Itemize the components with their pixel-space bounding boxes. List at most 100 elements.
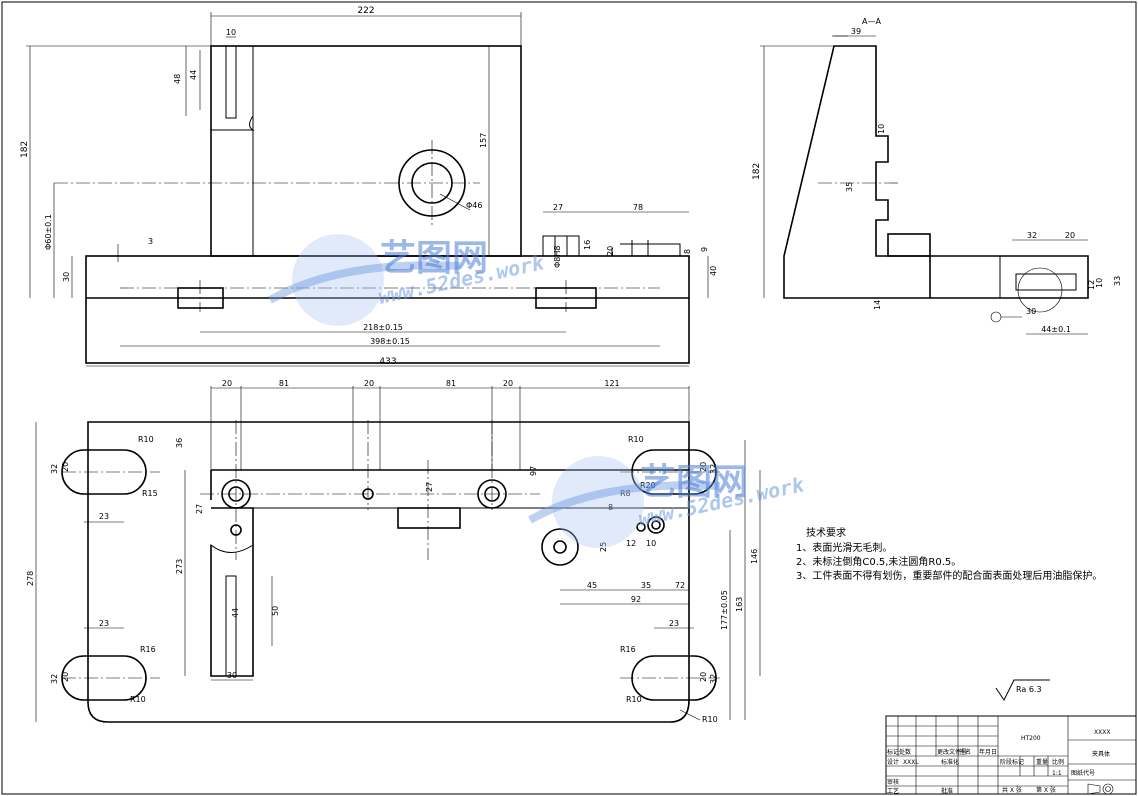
dim-plan-92: 92	[631, 595, 641, 604]
tb-review: 审核	[887, 778, 899, 786]
dim-plan-32b: 32	[50, 674, 59, 684]
side-view: A—A 39 10 35 182 32 20 12 10 33 30 14 44…	[752, 17, 1122, 335]
dim-plan-72: 72	[675, 581, 685, 590]
dim-plan-81a: 81	[279, 379, 289, 388]
dim-plan-r10c: R10	[628, 435, 644, 444]
dim-side-10b: 10	[1095, 278, 1104, 288]
dim-front-width: 222	[357, 6, 374, 16]
tb-stage: 阶段标记	[1000, 758, 1024, 766]
watermark-brand-2: 艺图网	[640, 462, 748, 503]
dim-plan-146: 146	[750, 549, 759, 564]
dim-plan-27a: 27	[195, 504, 204, 514]
dim-front-16: 16	[583, 240, 592, 250]
dim-front-48: 48	[173, 74, 182, 84]
dim-side-12: 12	[1087, 280, 1096, 290]
tb-change: 更改文件号	[937, 748, 967, 756]
dim-front-pin: Φ8H8	[553, 246, 562, 269]
dim-plan-r16a: R16	[140, 645, 156, 654]
dim-front-3: 3	[148, 237, 153, 246]
dim-front-433: 433	[379, 357, 396, 367]
tech-requirements: 技术要求 1、表面光滑无毛刺。 2、未标注倒角C0.5,未注圆角R0.5。 3、…	[796, 526, 1102, 582]
tb-date: 年月日	[979, 748, 997, 756]
projection-symbol	[1087, 783, 1114, 795]
dim-plan-36: 36	[175, 438, 184, 448]
dim-front-78: 78	[633, 203, 643, 212]
dim-plan-23b: 23	[99, 619, 109, 628]
tb-material: HT200	[1021, 735, 1041, 742]
dim-side-33: 33	[1113, 276, 1122, 286]
dim-side-35: 35	[845, 182, 854, 192]
dim-front-398: 398±0.15	[370, 337, 410, 346]
dim-plan-20d: 20	[61, 462, 70, 472]
tech-item-1: 1、表面光滑无毛刺。	[796, 541, 892, 554]
front-upright	[210, 45, 522, 257]
dim-plan-273: 273	[175, 559, 184, 574]
dim-plan-r10e: R10	[702, 715, 718, 724]
dim-plan-r10b: R10	[130, 695, 146, 704]
dim-plan-50: 50	[271, 606, 280, 616]
plan-view: 20 81 20 81 20 121 R10 R15 32 20 23 36 2…	[26, 379, 761, 724]
dim-plan-20b: 20	[364, 379, 374, 388]
dim-plan-23a: 23	[99, 512, 109, 521]
dim-side-39: 39	[851, 27, 861, 36]
tb-sheet-no: 第 X 张	[1036, 786, 1056, 794]
dim-plan-12: 12	[626, 539, 636, 548]
dim-plan-10: 10	[646, 539, 656, 548]
dim-plan-20a: 20	[222, 379, 232, 388]
dim-front-8: 8	[683, 249, 692, 254]
title-block: HT200 XXXX 夹具体 图纸代号 标记 处数 更改文件号 签名 年月日 设…	[885, 715, 1137, 795]
tb-scale: 1:1	[1052, 770, 1062, 777]
dim-plan-8: 8	[608, 503, 613, 512]
tb-designer-label: 设计	[887, 758, 899, 766]
tech-item-3: 3、工件表面不得有划伤，重要部件的配合面表面处理后用油脂保护。	[796, 569, 1102, 582]
dim-plan-r10a: R10	[138, 435, 154, 444]
dim-front-height: 182	[20, 141, 30, 158]
roughness-value: Ra 6.3	[1016, 685, 1042, 694]
dim-plan-44: 44	[231, 608, 240, 618]
dim-plan-177: 177±0.05	[720, 590, 729, 630]
dim-plan-32a: 32	[50, 464, 59, 474]
tb-drawing-no-label: 图纸代号	[1071, 769, 1095, 777]
dim-side-20: 20	[1065, 231, 1075, 240]
tb-weight: 重量	[1036, 758, 1048, 766]
dim-front-9: 9	[700, 247, 709, 252]
tb-process: 工艺	[887, 787, 899, 795]
dim-plan-20f: 20	[699, 462, 708, 472]
tb-count: 处数	[899, 748, 911, 756]
dim-plan-163: 163	[735, 597, 744, 612]
dim-plan-30: 30	[227, 671, 237, 680]
dim-plan-r8: R8	[620, 489, 631, 498]
roughness-symbol: Ra 6.3	[995, 679, 1050, 701]
dim-plan-97: 97	[529, 466, 538, 476]
plan-outline	[87, 421, 690, 723]
tech-item-2: 2、未标注倒角C0.5,未注圆角R0.5。	[796, 555, 961, 568]
dim-plan-r16b: R16	[620, 645, 636, 654]
dim-plan-45: 45	[587, 581, 597, 590]
dim-side-10: 10	[877, 124, 886, 134]
watermark-brand-1: 艺图网	[380, 238, 488, 279]
dim-front-218: 218±0.15	[363, 323, 403, 332]
dim-plan-20e: 20	[61, 672, 70, 682]
dim-plan-278: 278	[26, 571, 35, 586]
dim-plan-r15: R15	[142, 489, 158, 498]
tb-company: XXXX	[1094, 729, 1110, 736]
front-view: 222 10 48 44 182 157 Φ46 27 78 16 20 9 8…	[20, 6, 718, 367]
tb-scale-label: 比例	[1052, 758, 1064, 766]
dim-side-32: 32	[1027, 231, 1037, 240]
dim-plan-35: 35	[641, 581, 651, 590]
tb-part-name: 夹具体	[1092, 750, 1110, 758]
dim-side-44: 44±0.1	[1041, 325, 1071, 334]
dim-plan-27b: 27	[425, 482, 434, 492]
dim-front-44: 44	[189, 70, 198, 80]
dim-plan-32c: 32	[709, 464, 718, 474]
tech-title: 技术要求	[806, 526, 846, 539]
dim-front-bore-dia: Φ46	[466, 201, 482, 210]
dim-front-40: 40	[709, 266, 718, 276]
tb-sign: 签名	[959, 748, 971, 756]
tb-mark: 标记	[887, 748, 899, 756]
dim-front-60: Φ60±0.1	[44, 214, 53, 250]
section-label: A—A	[862, 17, 881, 26]
front-upright-inner	[252, 45, 522, 257]
